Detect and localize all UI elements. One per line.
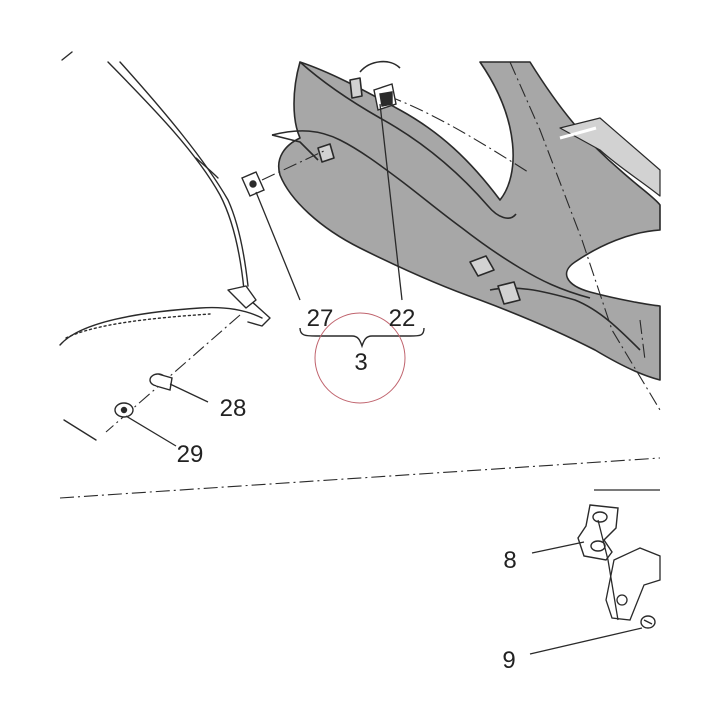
clip-27 bbox=[241, 171, 265, 197]
clip-22 bbox=[373, 83, 397, 111]
leader-lines bbox=[125, 103, 643, 655]
callout-22: 22 bbox=[389, 305, 416, 332]
callout-8: 8 bbox=[503, 547, 516, 574]
callout-3: 3 bbox=[354, 349, 367, 376]
group-brace bbox=[299, 327, 425, 349]
callout-27: 27 bbox=[307, 305, 334, 332]
screw-9 bbox=[640, 615, 656, 629]
highlight-circle bbox=[314, 312, 406, 404]
bracket-lower bbox=[594, 489, 661, 621]
grommet-28 bbox=[149, 373, 173, 391]
callout-9: 9 bbox=[502, 647, 515, 674]
tail-section-body bbox=[271, 60, 661, 381]
washer-29 bbox=[114, 402, 134, 418]
callout-28: 28 bbox=[220, 395, 247, 422]
fairing-panel bbox=[59, 51, 271, 441]
callout-29: 29 bbox=[177, 441, 204, 468]
bracket-8 bbox=[577, 504, 619, 561]
